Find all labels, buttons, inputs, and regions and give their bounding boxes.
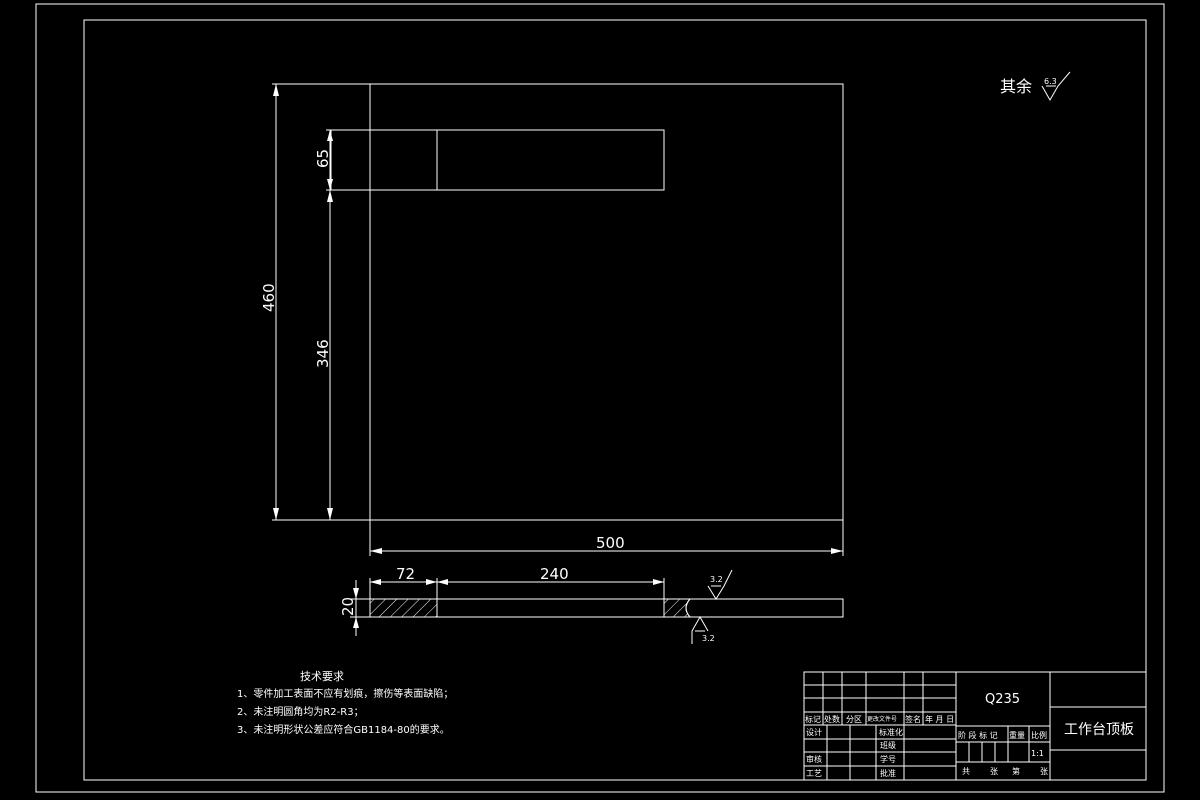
dimension-lower-height: 346 — [314, 189, 333, 520]
dimension-slot-height: 65 — [314, 129, 333, 190]
roughness-bottom-icon — [691, 615, 709, 644]
tb-label: 班级 — [880, 740, 896, 750]
tb-label: 张 — [1040, 767, 1048, 776]
tech-requirements-title: 技术要求 — [300, 670, 344, 683]
dim-slot-offset-label: 72 — [396, 565, 415, 583]
tb-label: 比例 — [1031, 730, 1047, 740]
section-view — [369, 598, 844, 618]
dim-total-height-label: 460 — [260, 283, 278, 312]
tb-label: 签名 — [905, 714, 921, 724]
tb-label: 批准 — [880, 768, 896, 778]
dimension-thickness: 20 — [339, 580, 370, 636]
tb-label: 标记 — [805, 714, 821, 724]
tb-label: 共 — [962, 767, 970, 776]
section-roughness-bottom: 3.2 — [691, 615, 715, 644]
tb-label: 更改文件号 — [867, 715, 897, 723]
tb-label: 重量 — [1009, 730, 1025, 740]
tb-label: 1:1 — [1031, 749, 1044, 758]
tb-label: 第 — [1012, 766, 1020, 776]
slot-outline — [330, 129, 665, 191]
plan-view — [330, 83, 844, 521]
dim-lower-height-label: 346 — [314, 339, 332, 368]
roughness-note-prefix: 其余 — [1000, 77, 1032, 96]
dim-total-width-label: 500 — [596, 534, 625, 552]
title-block: Q235 工作台顶板 标记 处数 分区 更改文件号 签名 年 月 日 设计 标准… — [803, 671, 1147, 781]
tb-label: 处数 — [824, 714, 840, 724]
tb-label: 设计 — [806, 727, 822, 737]
roughness-top-icon — [707, 569, 733, 600]
section-outline — [369, 598, 844, 618]
tech-requirement-item: 2、未注明圆角均为R2-R3； — [237, 705, 364, 718]
roughness-symbol-icon — [1041, 71, 1071, 102]
dimension-slot-length: 240 — [437, 565, 665, 599]
dim-slot-height-label: 65 — [314, 149, 332, 168]
tb-label: 工艺 — [806, 769, 822, 778]
roughness-top-value: 3.2 — [710, 575, 723, 584]
roughness-note-value: 6.3 — [1044, 77, 1057, 86]
dimension-total-height: 460 — [260, 83, 370, 521]
inner-frame — [83, 19, 1147, 781]
tb-label: 张 — [990, 767, 998, 776]
tb-label: 分区 — [846, 715, 862, 724]
section-hatch-left — [369, 598, 438, 618]
dimension-slot-offset: 72 — [369, 565, 438, 599]
tb-label: 阶 段 标 记 — [958, 730, 998, 740]
section-roughness-top: 3.2 — [707, 569, 733, 600]
dimension-total-width: 500 — [369, 520, 844, 556]
tb-label: 年 月 日 — [925, 714, 954, 724]
tech-requirement-item: 1、零件加工表面不应有划痕，擦伤等表面缺陷； — [237, 687, 453, 700]
tech-requirements: 技术要求 1、零件加工表面不应有划痕，擦伤等表面缺陷； 2、未注明圆角均为R2-… — [237, 670, 453, 736]
tech-requirement-item: 3、未注明形状公差应符合GB1184-80的要求。 — [237, 723, 450, 736]
tb-label: 审核 — [806, 754, 822, 764]
part-name-label: 工作台顶板 — [1064, 722, 1134, 738]
tb-label: 学号 — [880, 754, 896, 764]
dim-slot-length-label: 240 — [540, 565, 569, 583]
roughness-note: 其余 6.3 — [1000, 71, 1071, 102]
tb-label: 标准化 — [879, 727, 903, 737]
material-label: Q235 — [985, 692, 1020, 707]
dim-thickness-label: 20 — [339, 597, 357, 616]
roughness-bottom-value: 3.2 — [702, 634, 715, 643]
outer-frame — [35, 3, 1165, 793]
plate-outline — [369, 83, 844, 521]
